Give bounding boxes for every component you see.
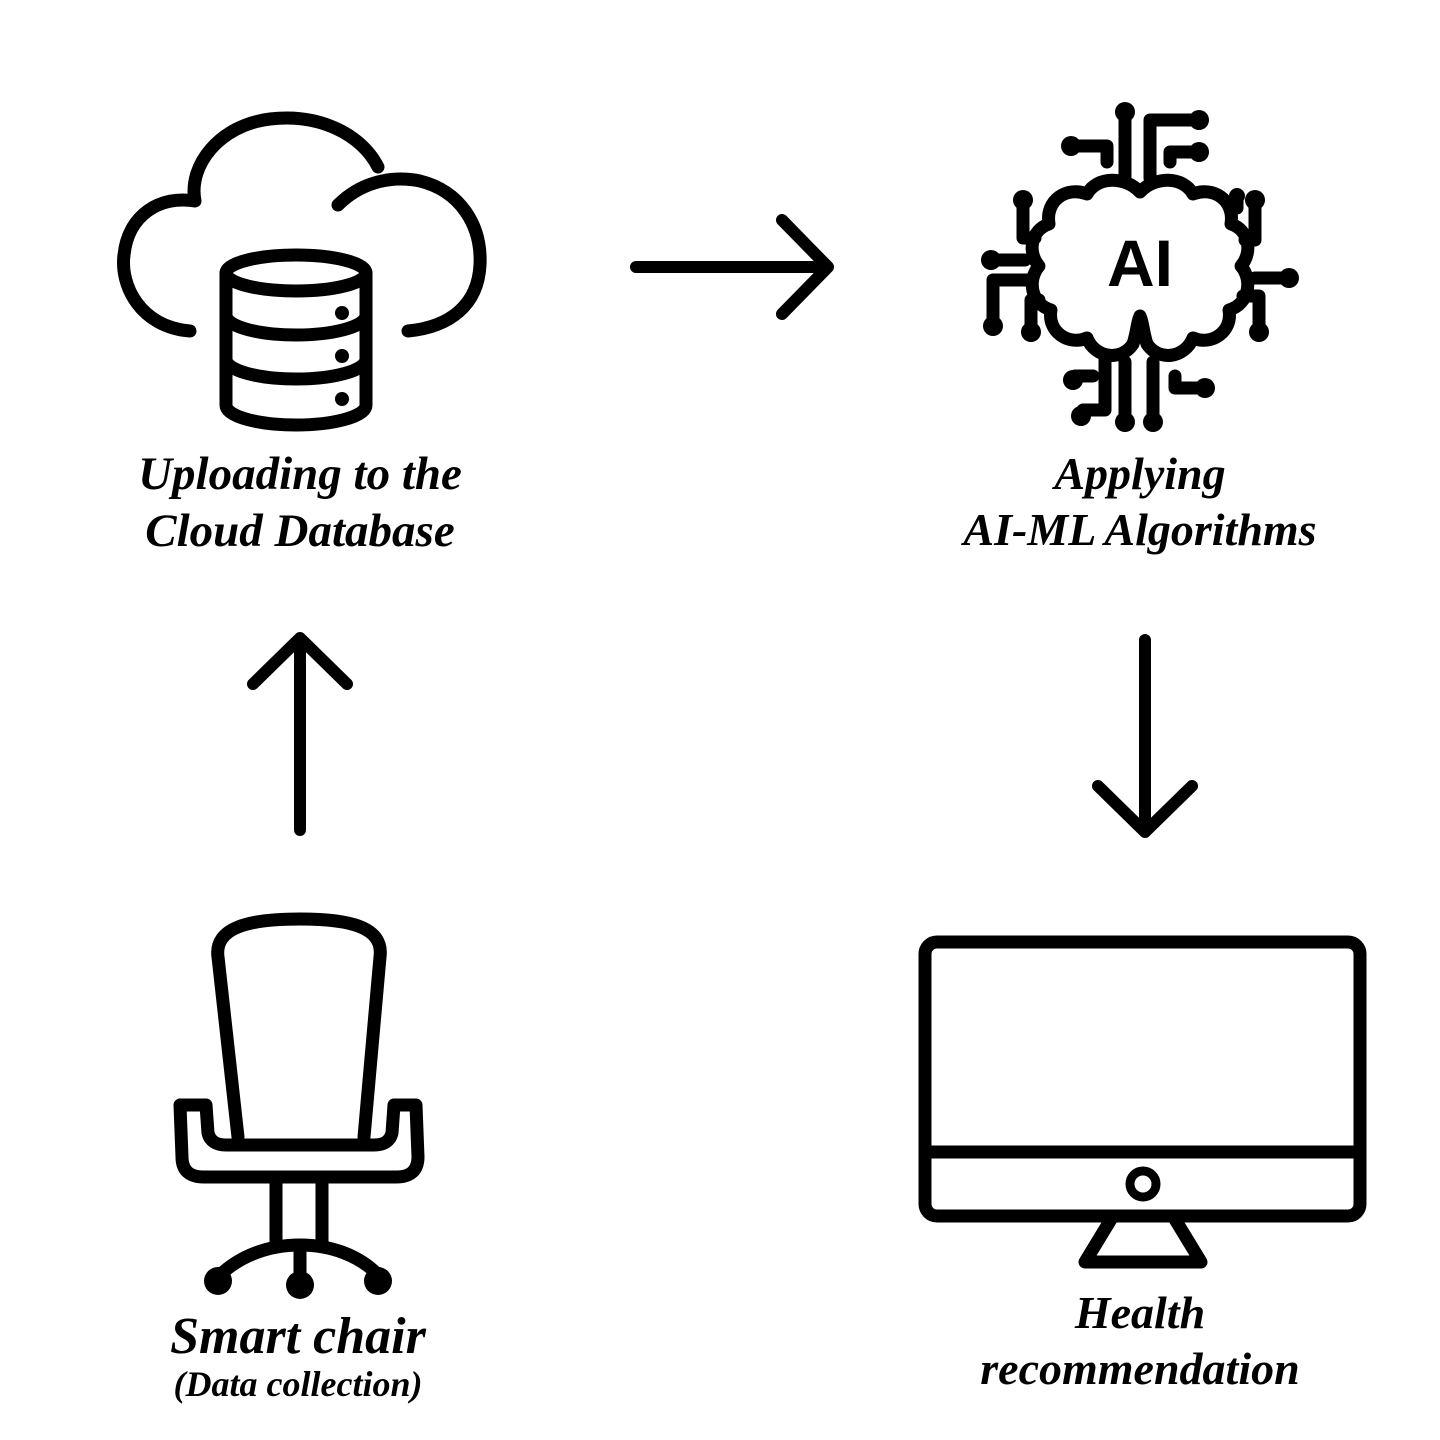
cloud-database-icon xyxy=(110,105,490,435)
monitor-label-line1: Health xyxy=(1074,1287,1206,1338)
cloud-label-line2: Cloud Database xyxy=(145,505,455,558)
arrow-ai-to-monitor xyxy=(1090,632,1200,842)
ai-icon-text: AI xyxy=(1107,226,1173,300)
ai-label-line1: Applying xyxy=(1054,448,1226,499)
chair-label-line1: Smart chair xyxy=(170,1308,426,1365)
monitor-label-line2: recommendation xyxy=(980,1343,1300,1395)
arrow-cloud-to-ai xyxy=(628,212,838,322)
cloud-label-line1: Uploading to the xyxy=(138,448,462,500)
ai-node-label: Applying AI-ML Algorithms xyxy=(940,446,1340,558)
chair-node-label: Smart chair (Data collection) xyxy=(98,1308,498,1404)
arrow-chair-to-cloud xyxy=(245,630,355,840)
monitor-node-label: Health recommendation xyxy=(940,1285,1340,1397)
chair-label-line2: (Data collection) xyxy=(173,1363,423,1404)
office-chair-icon xyxy=(160,905,435,1300)
cloud-node-label: Uploading to the Cloud Database xyxy=(100,446,500,561)
ai-brain-circuit-icon: AI xyxy=(975,100,1305,435)
monitor-icon xyxy=(915,932,1370,1274)
ai-label-line2: AI-ML Algorithms xyxy=(963,504,1317,556)
